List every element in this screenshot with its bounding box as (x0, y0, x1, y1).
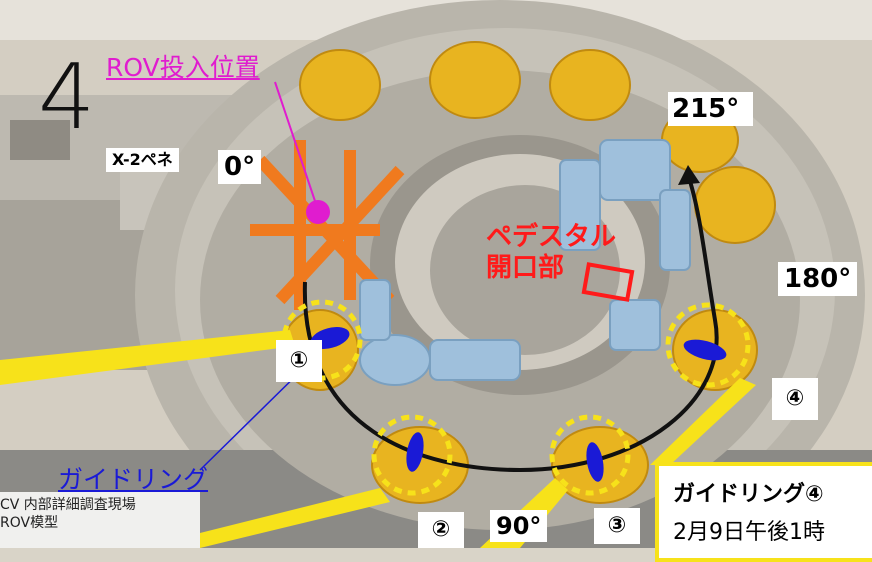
deg-215-label: 215° (668, 92, 754, 126)
deg-180-label: 180° (778, 262, 858, 296)
pedestal-opening-line2: 開口部 (486, 253, 565, 284)
model-photo: 4 (0, 0, 872, 548)
ring-1-label: ① (276, 340, 322, 382)
x2-penetration-label: X-2ペネ (106, 148, 179, 172)
bottom-sign-line1: CV 内部詳細調査現場 (0, 497, 136, 513)
callout-time: 2月9日午後1時 (673, 520, 825, 545)
bottom-sign-line2: ROV模型 (0, 515, 59, 531)
pedestal-opening-label: ペデスタル 開口部 (486, 222, 616, 284)
callout-title: ガイドリング④ (673, 482, 824, 507)
rov-position-label: ROV投入位置 (106, 53, 260, 82)
svg-text:4: 4 (38, 45, 95, 150)
guide-ring-label: ガイドリング (58, 465, 209, 494)
ring-4-label: ④ (772, 378, 818, 420)
deg-90-label: 90° (490, 510, 548, 542)
pedestal-opening-line1: ペデスタル (486, 222, 617, 252)
ring-3-label: ③ (594, 508, 640, 544)
guide-ring-4-callout: ガイドリング④ 2月9日午後1時 (655, 462, 872, 562)
ring-2-label: ② (418, 512, 464, 548)
bottom-sign: CV 内部詳細調査現場 ROV模型 (0, 496, 200, 548)
deg-0-label: 0° (218, 150, 262, 184)
